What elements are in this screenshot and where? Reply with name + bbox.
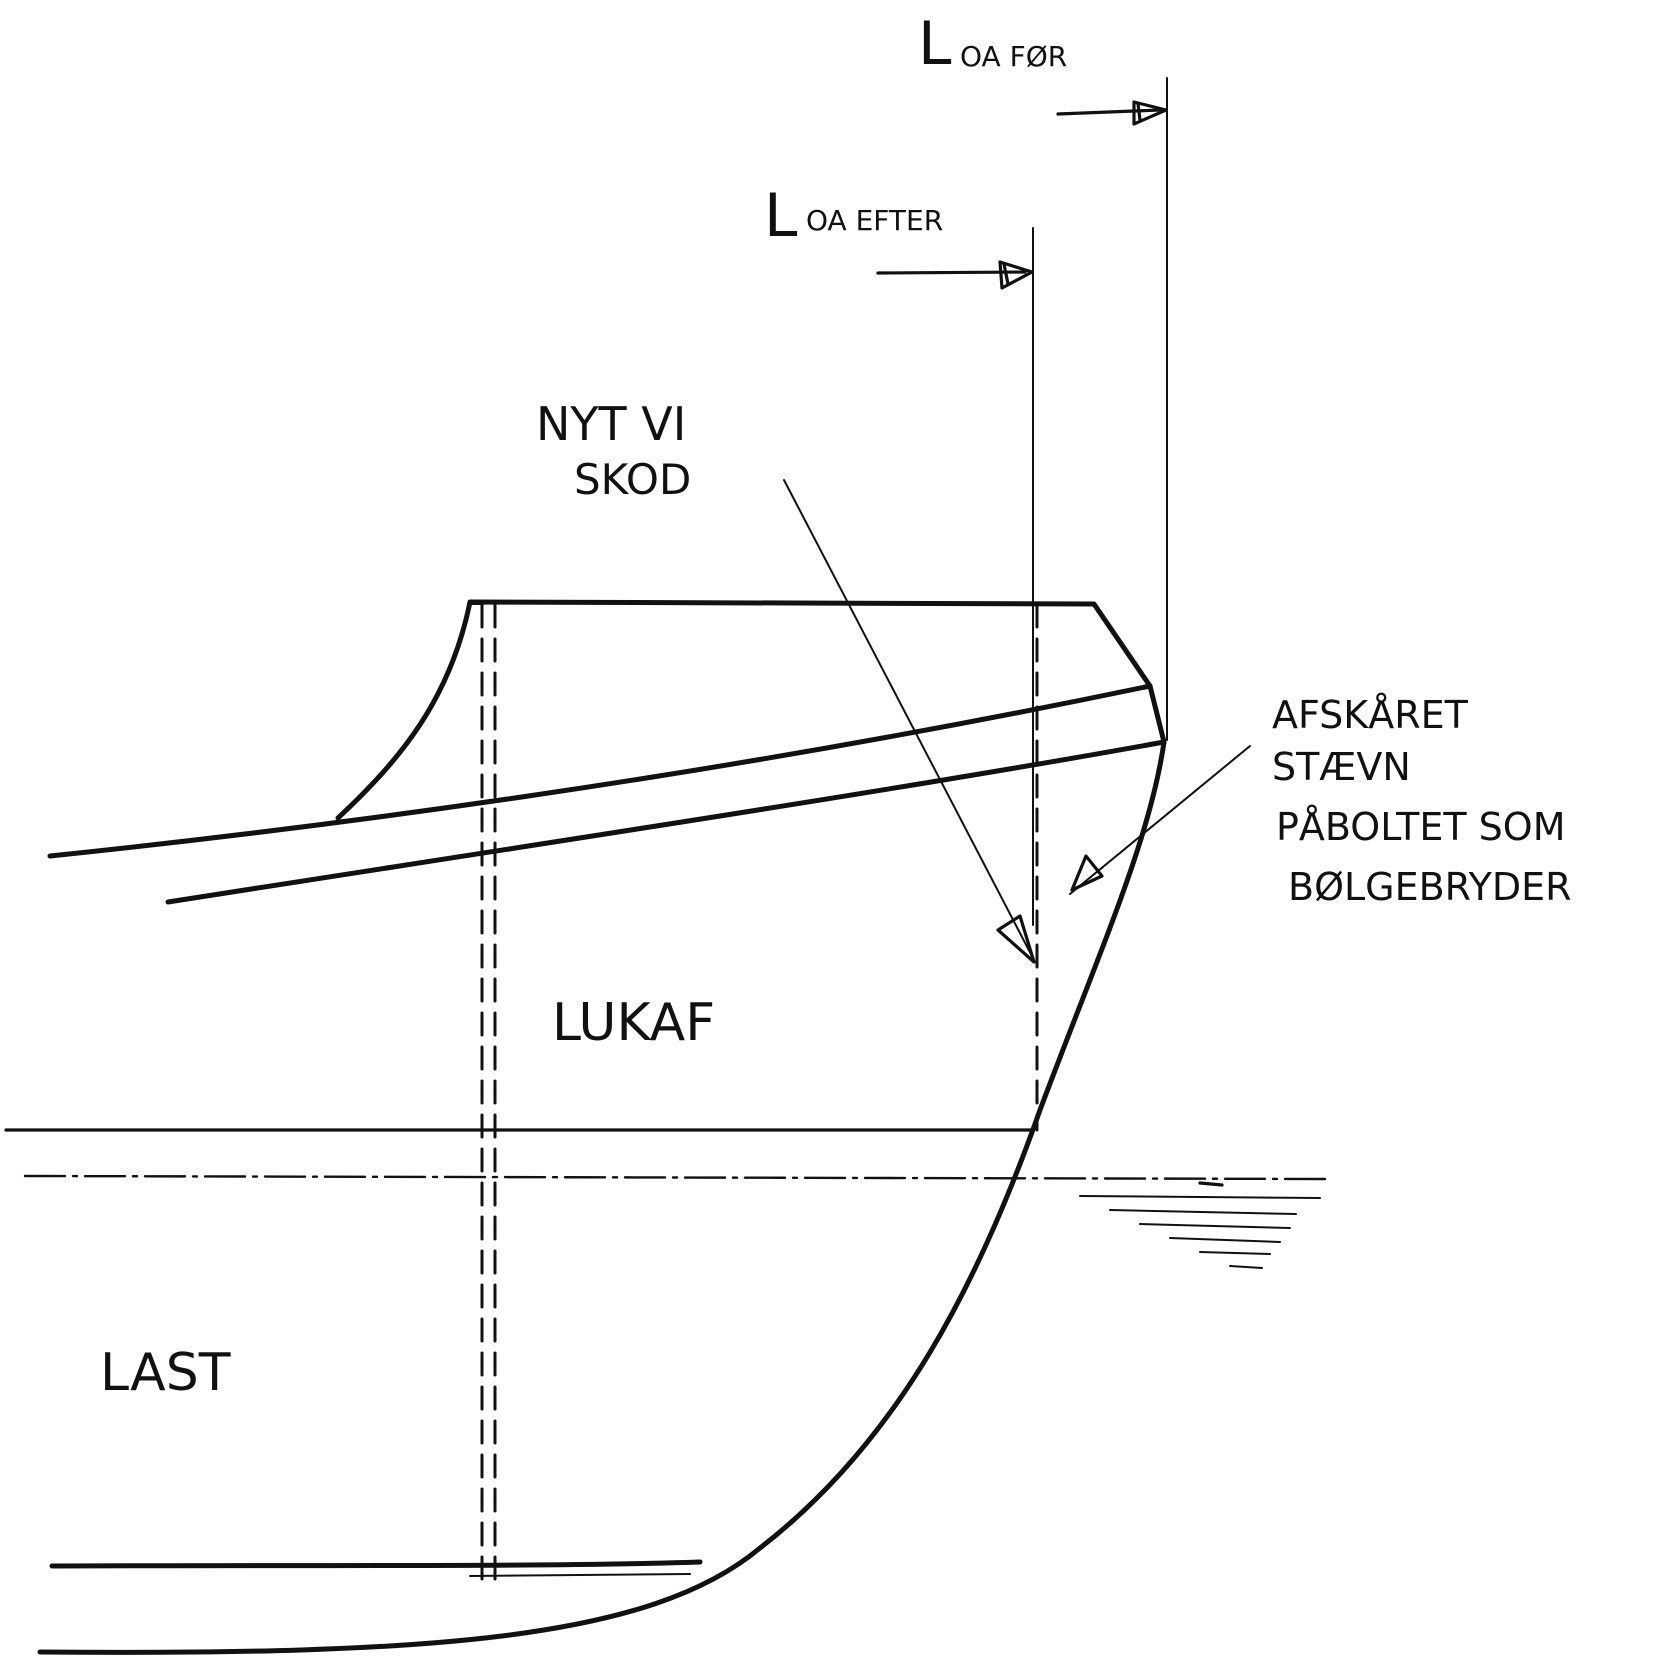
afskaret-label-line1: AFSKÅRET (1272, 693, 1469, 737)
loa-for-label-main: L (918, 9, 952, 79)
lukaf-label: LUKAF (552, 993, 715, 1053)
afskaret-label-line2: STÆVN (1272, 745, 1411, 789)
last-label: LAST (100, 1343, 231, 1403)
wheelhouse-outline (335, 599, 1167, 821)
afskaret-stævn-arrowhead (1070, 854, 1104, 892)
nyt-vi-skod-label-line2: SKOD (574, 455, 691, 504)
loa-efter-arrowhead (998, 260, 1034, 290)
cargo-floor-thin (469, 1573, 691, 1577)
loa-for-label-sub: OA FØR (960, 40, 1067, 73)
loa-efter-arrow-shaft (876, 270, 1027, 275)
deck-line-lower (165, 739, 1167, 905)
nyt-vi-skod-label-line1: NYT VI (536, 397, 686, 451)
afskaret-label-line3: PÅBOLTET SOM (1276, 805, 1566, 849)
cargo-floor-line (49, 1559, 703, 1569)
loa-for-arrowhead (1132, 100, 1168, 126)
waterline-arrow (1198, 1181, 1224, 1187)
deck-line-upper (47, 683, 1153, 859)
nyt-vi-skod-arrowhead (996, 914, 1036, 964)
loa-efter-label-sub: OA EFTER (806, 204, 943, 237)
afskaret-stævn-callout-arrow (1069, 745, 1251, 895)
bow-stem-curve (37, 739, 1167, 1655)
waterline (23, 1174, 1327, 1181)
nyt-vi-skod-callout-arrow (783, 479, 1035, 961)
water-ripples (1079, 1195, 1321, 1269)
afskaret-label-line4: BØLGEBRYDER (1288, 865, 1572, 909)
loa-efter-label-main: L (764, 181, 798, 251)
loa-for-arrow-shaft (1056, 108, 1162, 116)
